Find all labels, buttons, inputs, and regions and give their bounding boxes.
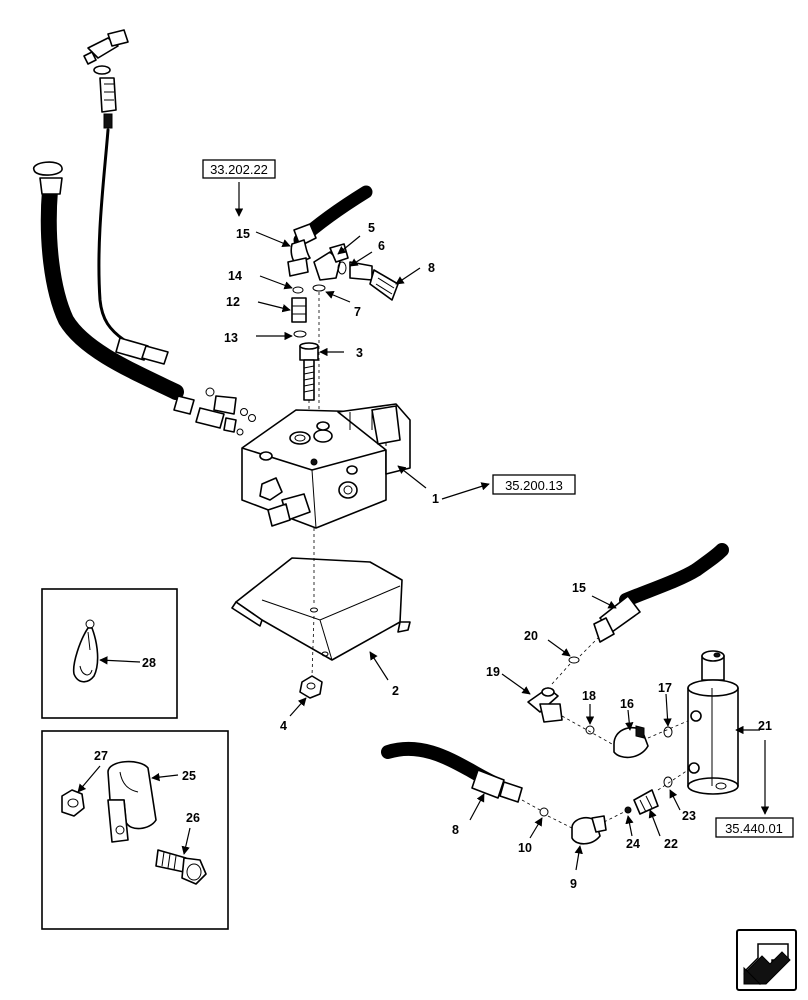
inset-box-25-26-27 (41, 730, 229, 930)
o-ring-20 (568, 656, 580, 664)
leader-valve-ref (441, 482, 490, 500)
flange-nut (299, 675, 323, 699)
tee-fitting (83, 29, 129, 129)
callout-7: 7 (354, 305, 361, 319)
callout-8-top: 8 (428, 261, 435, 275)
callout-15-right: 15 (572, 581, 586, 595)
reference-label-top: 33.202.22 (210, 162, 268, 177)
reference-box-cylinder[interactable]: 35.440.01 (715, 817, 794, 838)
thin-hose (97, 128, 126, 342)
callout-27: 27 (94, 749, 108, 763)
elbow-fitting-9 (571, 815, 607, 845)
inset-box-28 (41, 588, 178, 719)
upper-hose-assembly (287, 185, 399, 401)
previous-page-arrow-icon[interactable] (736, 929, 797, 991)
callout-26: 26 (186, 811, 200, 825)
callout-25: 25 (182, 769, 196, 783)
reference-box-valve[interactable]: 35.200.13 (492, 474, 576, 495)
hose-fittings-left (115, 337, 256, 436)
callout-24: 24 (626, 837, 640, 851)
callout-22: 22 (664, 837, 678, 851)
callout-13: 13 (224, 331, 238, 345)
valve-block (241, 403, 411, 529)
elbow-fitting-16 (613, 725, 649, 759)
reference-box-top[interactable]: 33.202.22 (202, 159, 276, 179)
callout-16: 16 (620, 697, 634, 711)
callout-23: 23 (682, 809, 696, 823)
nut-axis-line (311, 615, 315, 677)
callout-8-bottom: 8 (452, 823, 459, 837)
hydraulic-cylinder (687, 650, 739, 795)
o-ring-18 (585, 725, 595, 735)
callout-5: 5 (368, 221, 375, 235)
callout-9: 9 (570, 877, 577, 891)
callout-17: 17 (658, 681, 672, 695)
callout-12: 12 (226, 295, 240, 309)
callout-3: 3 (356, 346, 363, 360)
callout-10: 10 (518, 841, 532, 855)
callout-numbers: 1 2 3 4 5 6 7 8 8 9 10 12 13 14 15 15 16… (94, 221, 772, 891)
o-ring-17 (663, 726, 673, 738)
lower-hose-8 (381, 741, 523, 803)
mounting-bracket (231, 557, 411, 661)
callout-18: 18 (582, 689, 596, 703)
callout-2: 2 (392, 684, 399, 698)
cylinder-hose-15 (593, 543, 729, 643)
callout-19: 19 (486, 665, 500, 679)
adapter-22 (633, 789, 659, 815)
fitting-19 (527, 687, 563, 723)
callout-14: 14 (228, 269, 242, 283)
callout-28: 28 (142, 656, 156, 670)
callout-1: 1 (432, 492, 439, 506)
seal-24 (624, 806, 632, 814)
callout-leaders (77, 231, 760, 871)
callout-15-top: 15 (236, 227, 250, 241)
callout-21: 21 (758, 719, 772, 733)
o-ring-10 (539, 807, 549, 817)
corrugated-hose (33, 161, 184, 400)
o-ring-23 (663, 776, 673, 788)
callout-6: 6 (378, 239, 385, 253)
reference-label-valve: 35.200.13 (505, 478, 563, 493)
reference-label-cylinder: 35.440.01 (725, 821, 783, 836)
callout-4: 4 (280, 719, 287, 733)
callout-20: 20 (524, 629, 538, 643)
